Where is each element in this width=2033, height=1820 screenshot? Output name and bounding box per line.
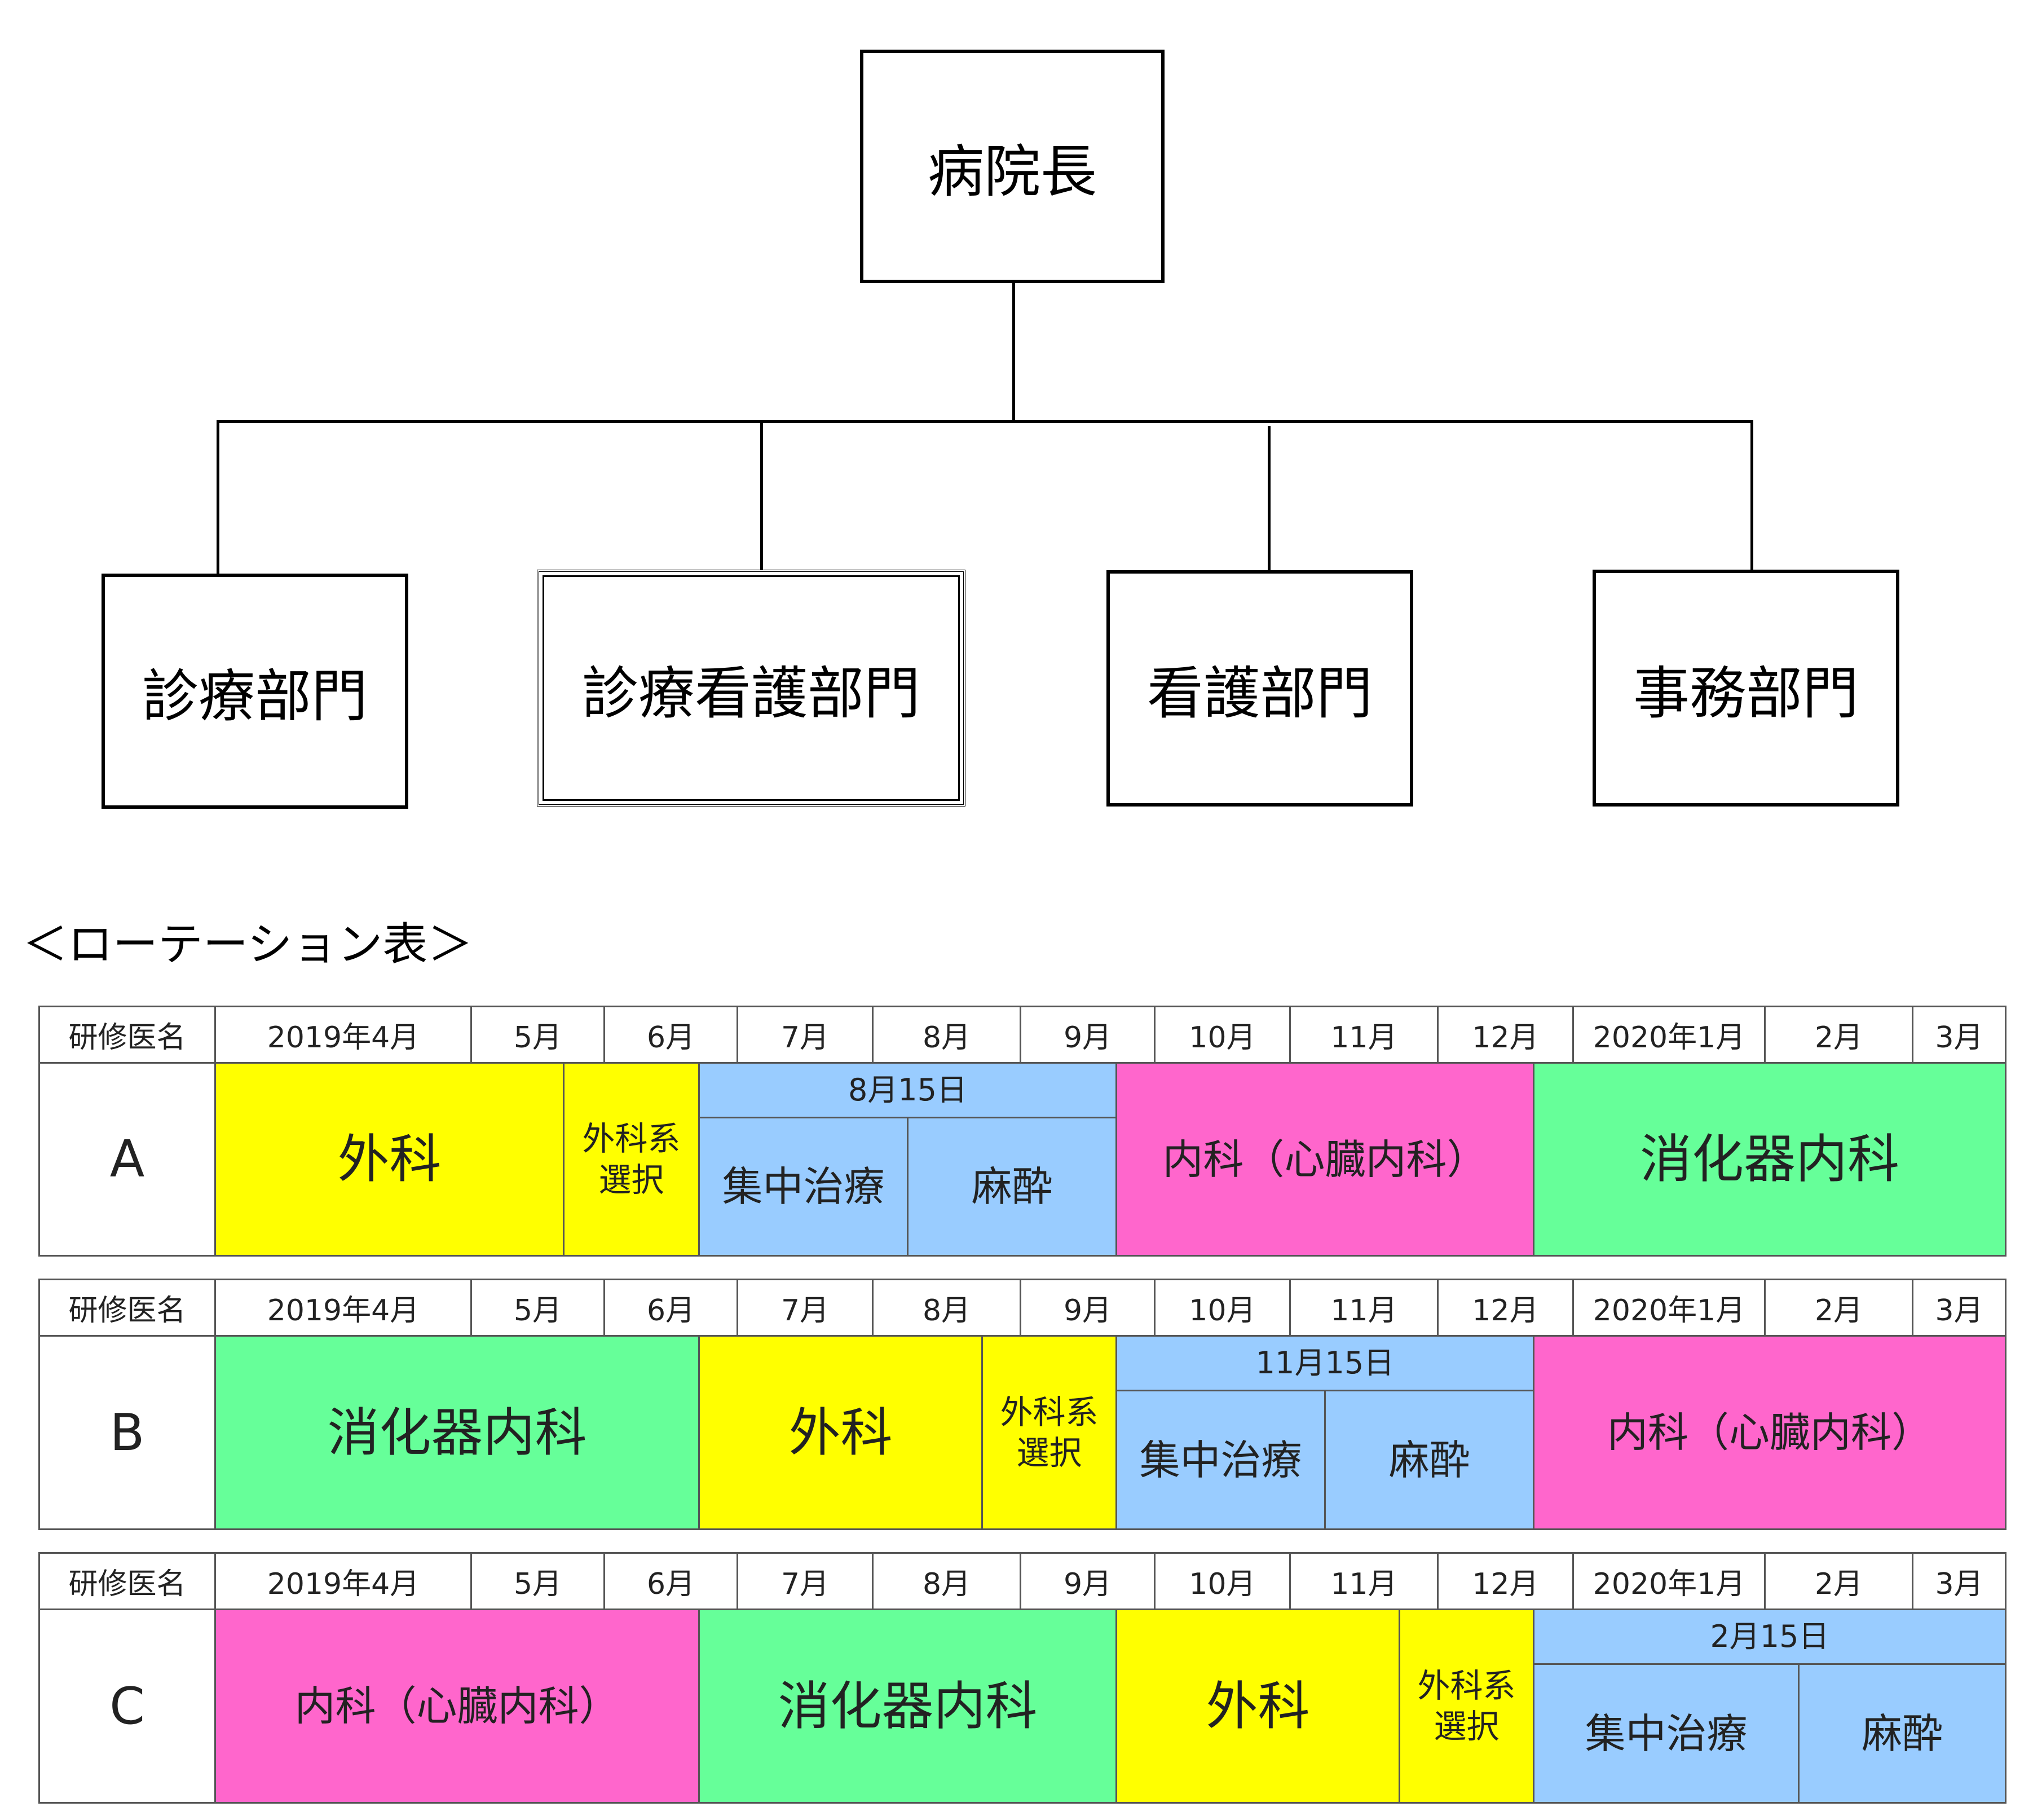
header-month: 2月	[1766, 1554, 1913, 1609]
block-surgery: 外科	[1117, 1610, 1400, 1802]
header-month: 2月	[1766, 1007, 1913, 1062]
header-month: 2020年1月	[1574, 1280, 1766, 1335]
connector-drop-4	[1750, 420, 1753, 574]
header-month: 5月	[472, 1554, 605, 1609]
connector-horizontal	[217, 420, 1750, 423]
resident-name: C	[40, 1610, 216, 1802]
block-anesthesia: 麻酔	[1800, 1665, 2005, 1802]
header-month: 2月	[1766, 1280, 1913, 1335]
header-month: 12月	[1439, 1280, 1574, 1335]
header-month: 2019年4月	[216, 1007, 472, 1062]
header-month: 12月	[1439, 1007, 1574, 1062]
org-box-medical-nursing-dept: 診療看護部門	[537, 570, 965, 807]
connector-drop-3	[1268, 426, 1271, 574]
rotation-table-c: 研修医名 2019年4月 5月 6月 7月 8月 9月 10月 11月 12月 …	[38, 1552, 2006, 1804]
header-month: 2019年4月	[216, 1554, 472, 1609]
org-box-nursing-dept: 看護部門	[1106, 570, 1413, 807]
header-month: 9月	[1021, 1280, 1156, 1335]
header-month: 11月	[1291, 1554, 1439, 1609]
header-month: 6月	[605, 1007, 738, 1062]
header-month: 10月	[1156, 1554, 1291, 1609]
block-anesthesia: 麻酔	[1326, 1391, 1534, 1528]
block-surgery: 外科	[216, 1064, 565, 1255]
header-month: 8月	[874, 1007, 1021, 1062]
header-name-col: 研修医名	[40, 1007, 216, 1062]
org-box-medical-dept: 診療部門	[102, 574, 408, 809]
block-cardiology: 内科（心臓内科）	[1117, 1064, 1534, 1255]
block-icu: 集中治療	[700, 1118, 909, 1255]
block-gastroenterology: 消化器内科	[216, 1337, 700, 1528]
header-month: 2020年1月	[1574, 1007, 1766, 1062]
block-surgical-elective: 外科系 選択	[983, 1337, 1117, 1528]
block-gastroenterology: 消化器内科	[1534, 1064, 2005, 1255]
block-split-date: 11月15日	[1117, 1337, 1534, 1391]
rotation-table-b: 研修医名 2019年4月 5月 6月 7月 8月 9月 10月 11月 12月 …	[38, 1279, 2006, 1530]
header-month: 7月	[738, 1554, 874, 1609]
header-month: 7月	[738, 1280, 874, 1335]
header-name-col: 研修医名	[40, 1554, 216, 1609]
block-surgical-elective: 外科系 選択	[1400, 1610, 1534, 1802]
header-month: 8月	[874, 1280, 1021, 1335]
header-month: 10月	[1156, 1280, 1291, 1335]
block-split-date: 2月15日	[1534, 1610, 2005, 1665]
header-month: 3月	[1913, 1280, 2005, 1335]
block-split-date: 8月15日	[700, 1064, 1117, 1118]
rotation-table-a: 研修医名 2019年4月 5月 6月 7月 8月 9月 10月 11月 12月 …	[38, 1006, 2006, 1257]
header-month: 6月	[605, 1280, 738, 1335]
header-divider	[40, 1609, 2005, 1610]
header-divider	[40, 1335, 2005, 1337]
header-month: 3月	[1913, 1007, 2005, 1062]
rotation-title: ＜ローテーション表＞	[23, 918, 473, 971]
block-icu: 集中治療	[1117, 1391, 1326, 1528]
block-cardiology: 内科（心臓内科）	[216, 1610, 700, 1802]
block-icu: 集中治療	[1534, 1665, 1800, 1802]
resident-name: A	[40, 1064, 216, 1255]
header-name-col: 研修医名	[40, 1280, 216, 1335]
header-month: 5月	[472, 1007, 605, 1062]
connector-drop-1	[217, 420, 219, 575]
connector-vertical-top	[1012, 283, 1015, 422]
resident-name: B	[40, 1337, 216, 1528]
org-box-director: 病院長	[860, 50, 1165, 283]
block-cardiology: 内科（心臓内科）	[1534, 1337, 2005, 1528]
header-month: 11月	[1291, 1280, 1439, 1335]
header-month: 12月	[1439, 1554, 1574, 1609]
header-divider	[40, 1062, 2005, 1064]
header-month: 6月	[605, 1554, 738, 1609]
connector-drop-2	[760, 420, 763, 574]
block-anesthesia: 麻酔	[909, 1118, 1117, 1255]
header-month: 11月	[1291, 1007, 1439, 1062]
header-month: 5月	[472, 1280, 605, 1335]
header-month: 2019年4月	[216, 1280, 472, 1335]
header-month: 2020年1月	[1574, 1554, 1766, 1609]
header-month: 9月	[1021, 1007, 1156, 1062]
block-surgical-elective: 外科系 選択	[565, 1064, 700, 1255]
block-gastroenterology: 消化器内科	[700, 1610, 1117, 1802]
org-box-admin-dept: 事務部門	[1593, 570, 1899, 807]
header-month: 9月	[1021, 1554, 1156, 1609]
header-month: 8月	[874, 1554, 1021, 1609]
header-month: 3月	[1913, 1554, 2005, 1609]
block-surgery: 外科	[700, 1337, 983, 1528]
header-month: 7月	[738, 1007, 874, 1062]
header-month: 10月	[1156, 1007, 1291, 1062]
